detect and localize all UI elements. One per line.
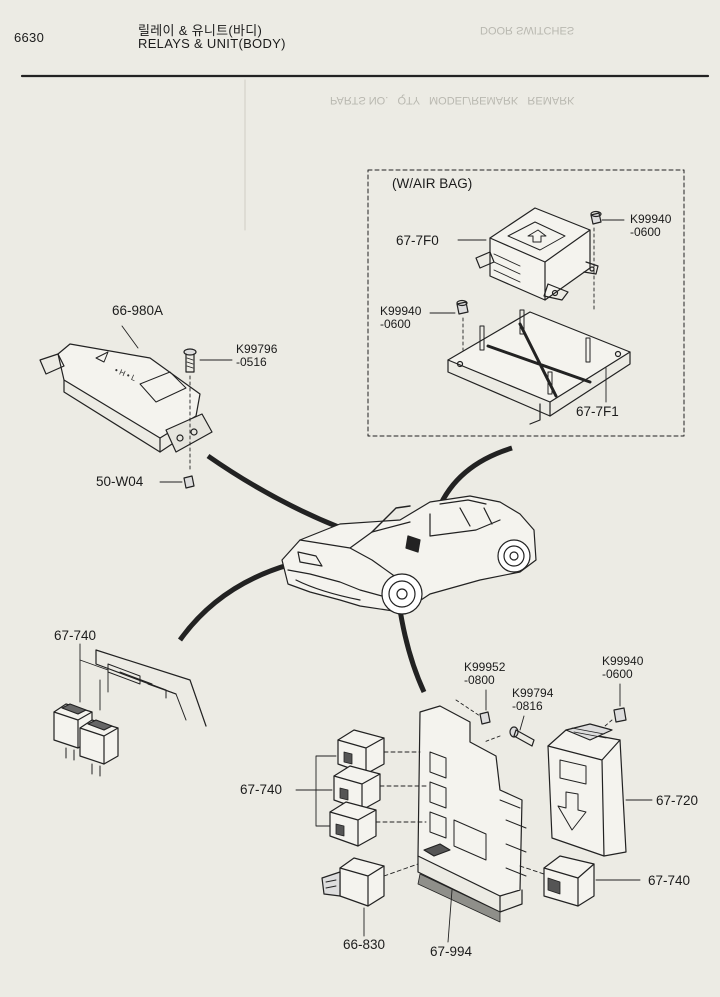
module-67-720 (547, 723, 627, 857)
control-unit-66-980a: • H • L (39, 343, 213, 453)
relay-bracket-left (95, 649, 207, 727)
car-illustration (281, 495, 537, 615)
part-label-67-740-right: 67-740 (648, 873, 691, 888)
leader-line (455, 699, 481, 717)
part-label-67-7f0: 67-7F0 (396, 233, 439, 248)
leader-line (483, 735, 501, 743)
part-label-k99940-c: K99940-0600 (602, 654, 644, 681)
leader-line (383, 863, 419, 877)
leader-line (447, 889, 453, 943)
relay-stack-center (329, 729, 385, 847)
part-label-50-w04: 50-W04 (96, 474, 144, 489)
part-label-k99794: K99794-0816 (512, 686, 554, 713)
part-label-67-7f1: 67-7F1 (576, 404, 619, 419)
part-label-67-720: 67-720 (656, 793, 699, 808)
nut-k99952 (479, 711, 491, 725)
part-label-k99952: K99952-0800 (464, 660, 506, 687)
air-bag-option-box (367, 169, 685, 437)
part-label-67-740-left: 67-740 (54, 628, 97, 643)
relay-left-pair (53, 703, 119, 777)
relay-66-830 (321, 857, 385, 907)
part-label-k99796: K99796-0516 (236, 342, 278, 369)
air-bag-sensor-unit (475, 207, 599, 301)
section-title: RELAYS & UNIT(BODY) (138, 36, 286, 51)
leader-line (295, 755, 337, 827)
nut-k99940-c (613, 707, 627, 723)
part-label-67-740-center: 67-740 (240, 782, 283, 797)
leader-line (519, 715, 525, 731)
part-label-k99940-a: K99940-0600 (630, 212, 672, 239)
bolt-k99794 (509, 726, 535, 747)
leader-line (121, 325, 139, 349)
part-label-66-830: 66-830 (343, 937, 386, 952)
leader-line (375, 751, 427, 823)
mounting-bracket (447, 309, 631, 425)
leader-line (79, 659, 109, 711)
page-number: 6630 (14, 30, 45, 45)
relay-block-67-994 (417, 705, 527, 923)
nut-50-w04 (183, 475, 195, 489)
part-label-66-980a: 66-980A (112, 303, 164, 318)
bolt-k99796 (183, 348, 197, 373)
relay-right (543, 855, 595, 907)
leader-line (519, 865, 545, 875)
section-title-korean: 릴레이 & 유니트(바디) (138, 23, 263, 38)
part-label-k99940-b: K99940-0600 (380, 304, 422, 331)
part-label-67-994: 67-994 (430, 944, 473, 959)
option-label: (W/AIR BAG) (392, 176, 473, 191)
nut-k99940-b (456, 299, 469, 315)
nut-k99940-a (590, 210, 602, 225)
